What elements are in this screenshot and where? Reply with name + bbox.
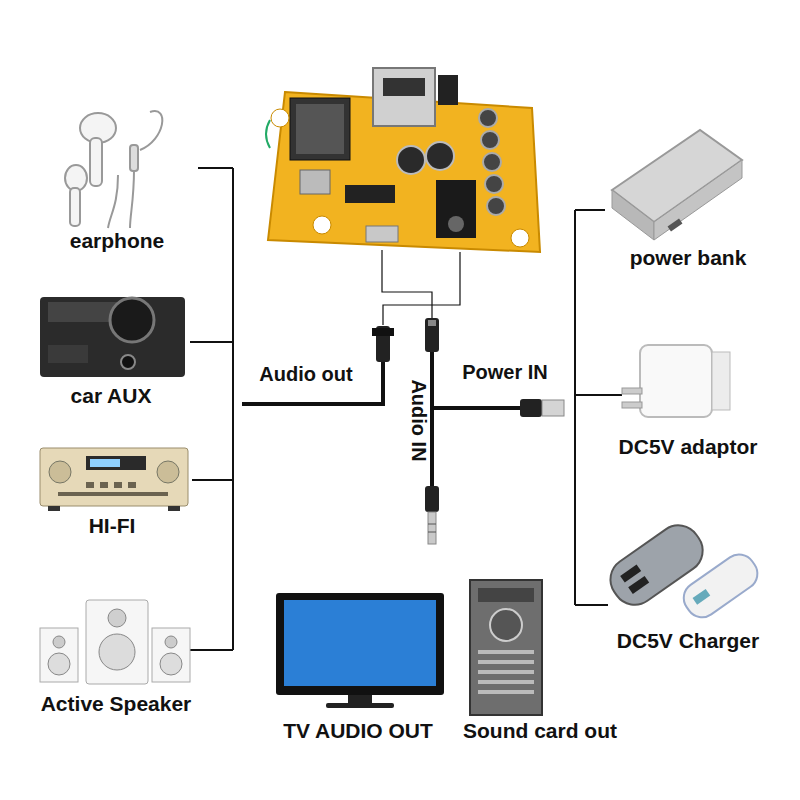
hifi-caption: HI-FI bbox=[89, 514, 136, 538]
adaptor-caption: DC5V adaptor bbox=[619, 435, 758, 459]
audio-out-label: Audio out bbox=[257, 363, 354, 386]
device-box: earphone bbox=[66, 227, 169, 255]
device-box: HI-FI bbox=[85, 512, 140, 540]
device-box: Active Speaker bbox=[37, 690, 196, 718]
audio-in-label: Audio IN bbox=[407, 377, 430, 463]
speaker-caption: Active Speaker bbox=[41, 692, 192, 716]
device-box: Sound card out bbox=[459, 717, 621, 745]
charger-caption: DC5V Charger bbox=[617, 629, 759, 653]
device-box: DC5V Charger bbox=[613, 627, 763, 655]
tv-caption: TV AUDIO OUT bbox=[283, 719, 433, 743]
car-aux-caption: car AUX bbox=[71, 384, 152, 408]
power-in-label: Power IN bbox=[460, 361, 550, 384]
earphone-caption: earphone bbox=[70, 229, 165, 253]
device-box: car AUX bbox=[67, 382, 156, 410]
pc-caption: Sound card out bbox=[463, 719, 617, 743]
device-box: power bank bbox=[626, 244, 751, 272]
device-box: DC5V adaptor bbox=[615, 433, 762, 461]
power-bank-caption: power bank bbox=[630, 246, 747, 270]
device-box: TV AUDIO OUT bbox=[279, 717, 437, 745]
